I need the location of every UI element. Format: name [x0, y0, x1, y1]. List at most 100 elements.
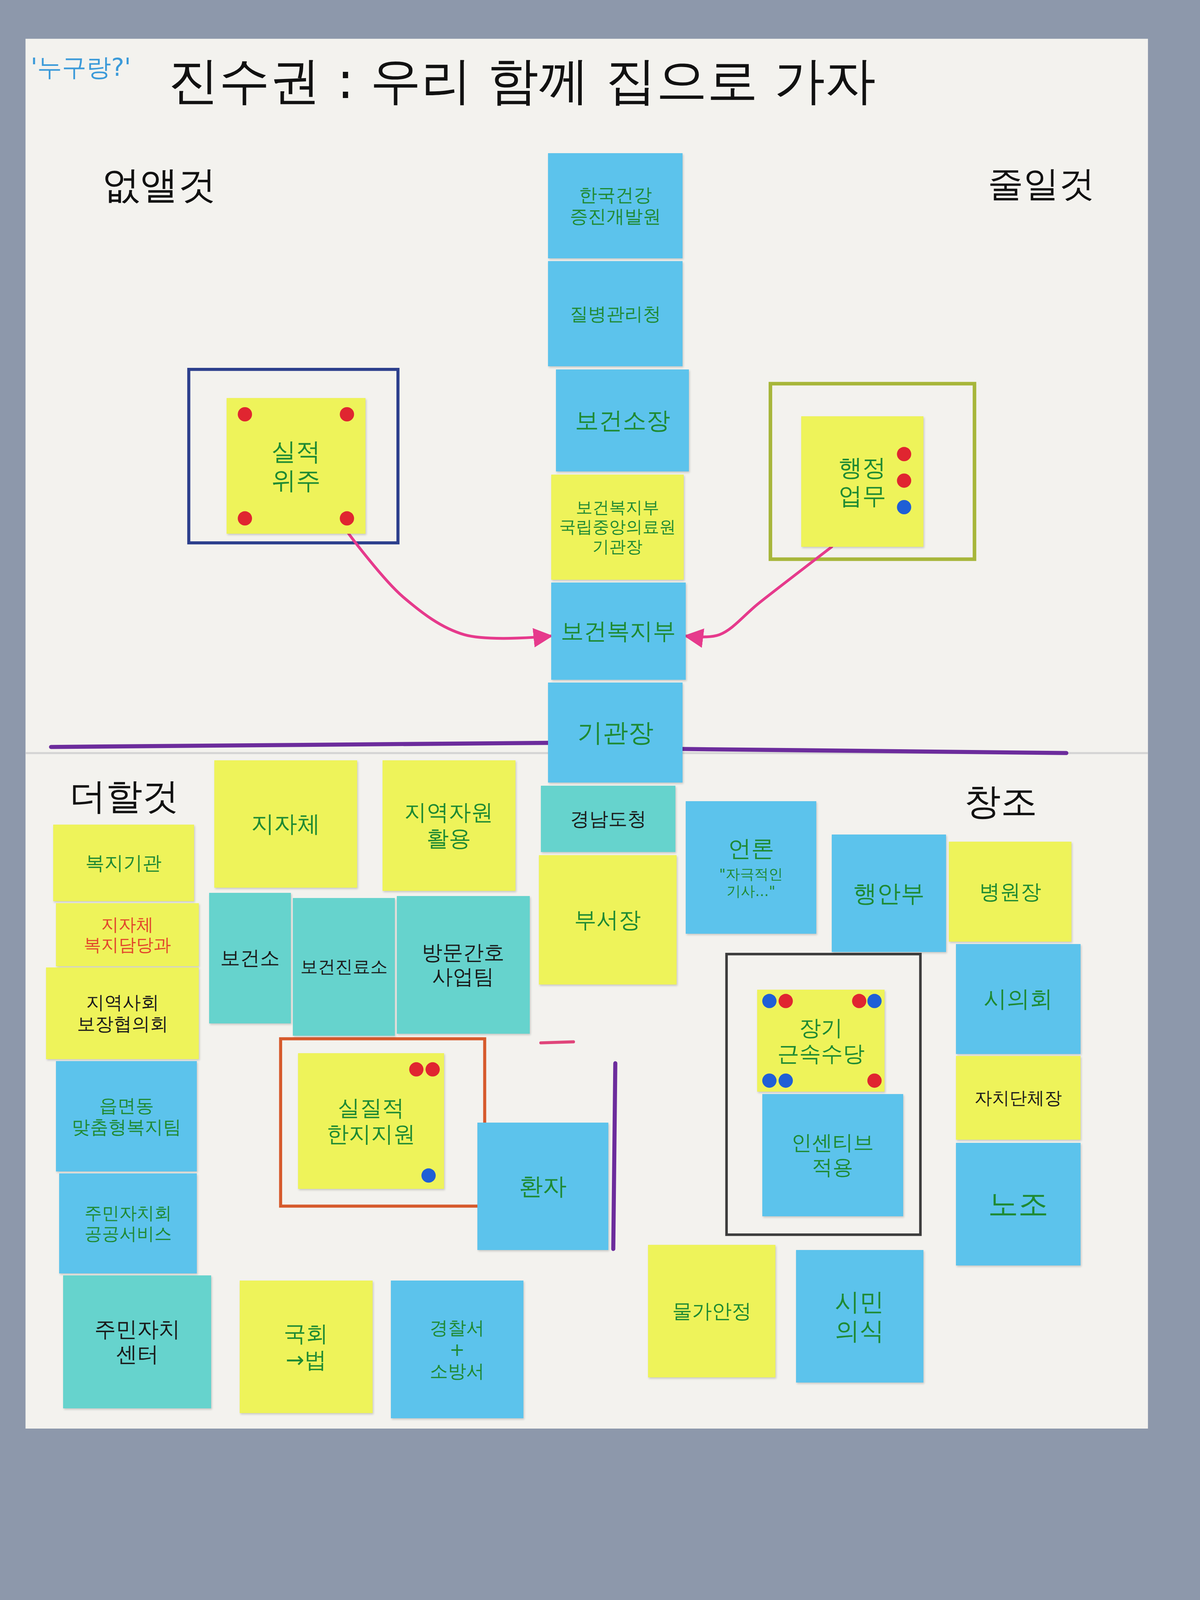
sticky-note: 노조	[955, 1142, 1081, 1266]
subtitle-label: '누구랑?'	[30, 53, 131, 82]
note-text: 주민자치 센터	[94, 1316, 181, 1368]
blue-dot	[896, 500, 912, 515]
sticky-note: 장기 근속수당	[757, 989, 885, 1092]
sticky-note: 복지기관	[53, 824, 195, 902]
note-text: 환자	[519, 1172, 567, 1201]
sticky-note: 국회 →법	[239, 1280, 373, 1414]
note-text: 보건소	[220, 946, 280, 970]
sticky-note: 행정 업무	[801, 416, 924, 547]
sticky-note: 행안부	[831, 834, 947, 952]
divider-line	[682, 748, 1067, 753]
note-text: 지역사회 보장협의회	[76, 991, 169, 1035]
sticky-note: 환자	[477, 1122, 608, 1250]
red-dot	[237, 407, 252, 422]
note-text: 시의회	[983, 985, 1053, 1013]
quadrant-label: 창조	[964, 780, 1038, 823]
group-frame	[726, 953, 921, 1235]
note-text: 복지기관	[85, 851, 162, 875]
group-frame	[188, 369, 399, 543]
vote-dot-group	[237, 407, 912, 1183]
red-dot	[237, 511, 252, 526]
sticky-note: 언론 "자극적인 기사..."	[685, 801, 817, 934]
divider-line	[51, 742, 549, 747]
note-text: 언론	[728, 834, 775, 862]
sticky-note: 보건소장	[555, 369, 689, 472]
note-text: 보건복지부 국립중앙의료원 기관장	[559, 497, 676, 557]
note-text: 지자체	[251, 810, 321, 838]
note-text: 자치단체장	[974, 1087, 1062, 1109]
note-text: 노조	[988, 1186, 1049, 1222]
quadrant-label: 없앨것	[101, 163, 217, 207]
red-dot	[425, 1062, 440, 1077]
quadrant-label: 줄일것	[987, 163, 1095, 205]
note-text: 물가안정	[672, 1299, 752, 1324]
sticky-note: 방문간호 사업팀	[396, 896, 530, 1034]
sticky-note: 물가안정	[648, 1244, 776, 1378]
note-text: 보건소장	[575, 406, 671, 435]
note-text: 부서장	[574, 906, 641, 933]
note-text: 행정 업무	[838, 453, 887, 510]
sticky-note: 보건진료소	[292, 898, 395, 1036]
blue-dot	[421, 1168, 436, 1183]
note-text: 장기 근속수당	[777, 1015, 865, 1067]
sticky-note: 지역사회 보장협의회	[46, 967, 200, 1060]
sticky-note: 병원장	[948, 841, 1072, 942]
note-text: 주민자치회 공공서비스	[84, 1202, 172, 1245]
sticky-note: 질병관리청	[548, 261, 683, 367]
sticky-note: 주민자치 센터	[63, 1275, 212, 1408]
blue-dot	[762, 1073, 777, 1088]
blue-dot	[867, 994, 882, 1009]
note-text: 지자체 복지담당과	[83, 914, 172, 956]
group-frame	[770, 383, 975, 560]
red-dot	[339, 407, 354, 422]
sticky-note: 주민자치회 공공서비스	[59, 1173, 197, 1274]
sticky-note: 지자체	[214, 760, 358, 888]
arrow-connector	[348, 533, 552, 639]
note-text: 실적 위주	[271, 436, 321, 495]
sticky-note: 한국건강 증진개발원	[548, 153, 683, 259]
blue-dot	[762, 994, 777, 1009]
sticky-note: 읍면동 맞춤형복지팀	[55, 1061, 197, 1172]
arrow-connector	[685, 546, 832, 637]
paper-sheet	[25, 38, 1149, 1429]
sticky-note: 지역자원 활용	[382, 760, 516, 891]
note-text: 읍면동 맞춤형복지팀	[71, 1094, 182, 1139]
group-frame	[280, 1038, 485, 1207]
note-text: 기관장	[577, 717, 654, 749]
sticky-note: 지자체 복지담당과	[55, 903, 199, 967]
sticky-note: 보건복지부	[551, 582, 686, 680]
note-text: 행안부	[853, 879, 925, 908]
sticky-note: 시의회	[955, 944, 1081, 1055]
note-text: 지역자원 활용	[404, 799, 494, 852]
note-text: 보건복지부	[560, 617, 676, 645]
note-text: "자극적인 기사..."	[719, 865, 783, 900]
sticky-note: 기관장	[548, 682, 683, 783]
note-text: 시민 의식	[834, 1287, 885, 1346]
note-text: 경찰서 + 소방서	[429, 1317, 485, 1382]
sticky-note: 보건소	[209, 892, 291, 1024]
red-dot	[896, 473, 912, 488]
quadrant-label: 더할것	[69, 775, 179, 818]
note-text: 보건진료소	[300, 956, 388, 977]
red-dot	[867, 1073, 882, 1088]
sticky-note: 부서장	[538, 855, 677, 985]
red-dot	[409, 1062, 424, 1077]
sticky-note: 자치단체장	[955, 1055, 1081, 1140]
note-text: 병원장	[979, 879, 1042, 904]
note-text: 국회 →법	[283, 1320, 329, 1374]
sticky-note: 인센티브 적용	[762, 1094, 904, 1217]
sticky-note: 실질적 한지지원	[298, 1053, 445, 1189]
divider-line	[613, 1063, 616, 1249]
note-text: 인센티브 적용	[791, 1130, 874, 1180]
sticky-note: 보건복지부 국립중앙의료원 기관장	[551, 474, 684, 580]
blue-dot	[778, 1073, 793, 1088]
note-text: 경남도청	[570, 807, 647, 831]
sticky-note: 실적 위주	[226, 398, 366, 534]
poster-title: 진수권 : 우리 함께 집으로 가자	[168, 51, 876, 110]
red-dot	[778, 994, 793, 1009]
red-dot	[851, 994, 867, 1009]
red-dot	[896, 446, 912, 462]
pen-mark	[540, 1041, 574, 1043]
